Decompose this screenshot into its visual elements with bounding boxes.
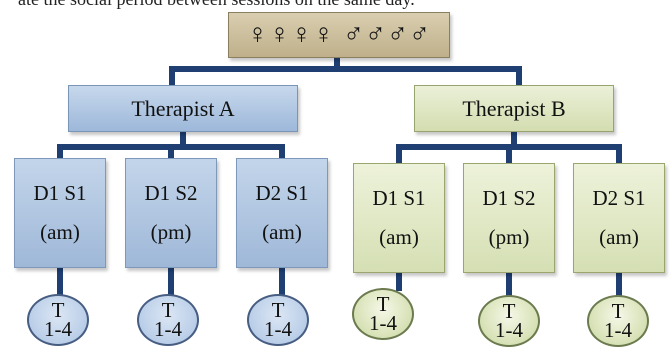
t-label: T <box>611 299 625 323</box>
therapist-a-label: Therapist A <box>131 95 235 121</box>
t-label: T <box>51 298 65 322</box>
session-time: (pm) <box>488 225 530 249</box>
connector-therapist-a <box>57 129 285 161</box>
therapist-b-session-1: D1 S1 (am) <box>353 163 445 273</box>
session-title: D2 S1 <box>255 181 309 205</box>
session-title: D1 S2 <box>144 181 198 205</box>
participants-symbols: ♀♀♀♀ ♂♂♂♂ <box>247 19 431 50</box>
therapist-a-session-3: D2 S1 (am) <box>236 158 328 268</box>
therapist-b-session-3: D2 S1 (am) <box>573 163 665 273</box>
session-time: (am) <box>262 220 302 244</box>
participants-box: ♀♀♀♀ ♂♂♂♂ <box>228 12 450 58</box>
therapist-a-session-1: D1 S1 (am) <box>14 158 106 268</box>
therapist-a-t-bubble-1: T 1-4 <box>27 294 89 346</box>
session-time: (am) <box>599 225 639 249</box>
connector-top-stem <box>169 55 522 88</box>
therapist-a-box: Therapist A <box>68 85 298 132</box>
t-range: 1-4 <box>604 318 632 342</box>
therapist-a-session-2: D1 S2 (pm) <box>125 158 217 268</box>
session-title: D1 S1 <box>33 181 87 205</box>
connector-therapist-b <box>396 129 622 166</box>
t-label: T <box>376 292 390 316</box>
session-title: D1 S2 <box>482 186 536 210</box>
session-time: (am) <box>379 225 419 249</box>
therapist-b-t-bubble-2: T 1-4 <box>478 295 540 347</box>
therapist-a-t-bubble-2: T 1-4 <box>137 294 199 346</box>
t-label: T <box>271 298 285 322</box>
session-time: (pm) <box>150 220 192 244</box>
session-title: D2 S1 <box>592 186 646 210</box>
therapist-b-t-bubble-1: T 1-4 <box>352 288 414 340</box>
session-time: (am) <box>40 220 80 244</box>
t-range: 1-4 <box>44 317 72 341</box>
t-label: T <box>502 299 516 323</box>
session-title: D1 S1 <box>372 186 426 210</box>
top-cropped-text: ate the social period between sessions o… <box>18 0 658 12</box>
therapist-b-t-bubble-3: T 1-4 <box>587 295 649 347</box>
t-range: 1-4 <box>154 317 182 341</box>
t-range: 1-4 <box>495 318 523 342</box>
t-label: T <box>161 298 175 322</box>
therapist-b-label: Therapist B <box>462 95 566 121</box>
therapist-b-session-2: D1 S2 (pm) <box>463 163 555 273</box>
therapist-b-box: Therapist B <box>414 85 614 132</box>
t-range: 1-4 <box>264 317 292 341</box>
therapist-a-t-bubble-3: T 1-4 <box>247 294 309 346</box>
t-range: 1-4 <box>369 311 397 335</box>
